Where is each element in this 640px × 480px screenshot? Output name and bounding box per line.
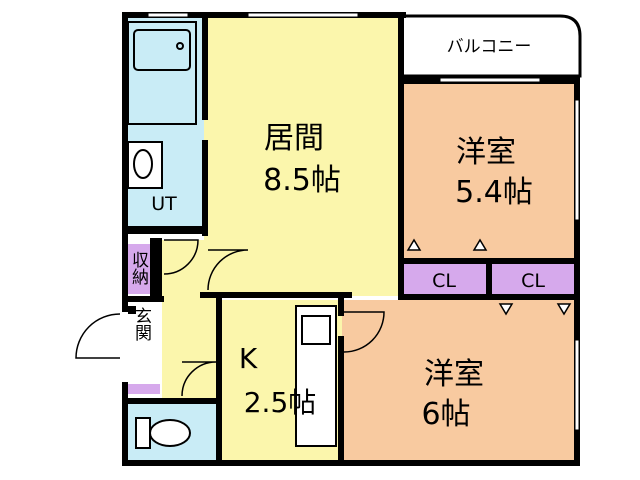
closet-2-floor [492,262,574,298]
closet-door-markers [406,238,572,316]
balcony-label: バルコニー [447,37,532,57]
western-room-2-size: 6帖 [421,397,470,432]
closet-1-floor [402,262,486,298]
kitchen-name: K [239,342,258,375]
closet-1-label: CL [432,270,456,292]
closet-2-label: CL [521,270,545,292]
living-room-size: 8.5帖 [263,163,341,198]
living-room-floor [204,16,400,296]
utility-label: UT [151,193,177,215]
western-room-1-floor [402,82,574,262]
windows [147,12,580,431]
kitchen-size: 2.5帖 [244,386,317,419]
doors [75,239,385,397]
toilet-icon [135,417,191,449]
kitchen-counter-icon [295,305,337,447]
bathroom-floor [126,16,204,140]
entrance-step [124,384,160,394]
balcony-outline [402,14,582,78]
western-room-1-size: 5.4帖 [455,175,533,210]
storage-label: 収納 [128,251,149,286]
storage-floor [124,244,152,294]
bathtub-icon [127,21,197,125]
western-room-1-name: 洋室 [456,135,516,170]
western-room-2-name: 洋室 [424,357,484,392]
living-room-name: 居間 [264,121,324,156]
washbasin-icon [127,141,163,189]
entrance-label: 玄関 [131,307,151,341]
